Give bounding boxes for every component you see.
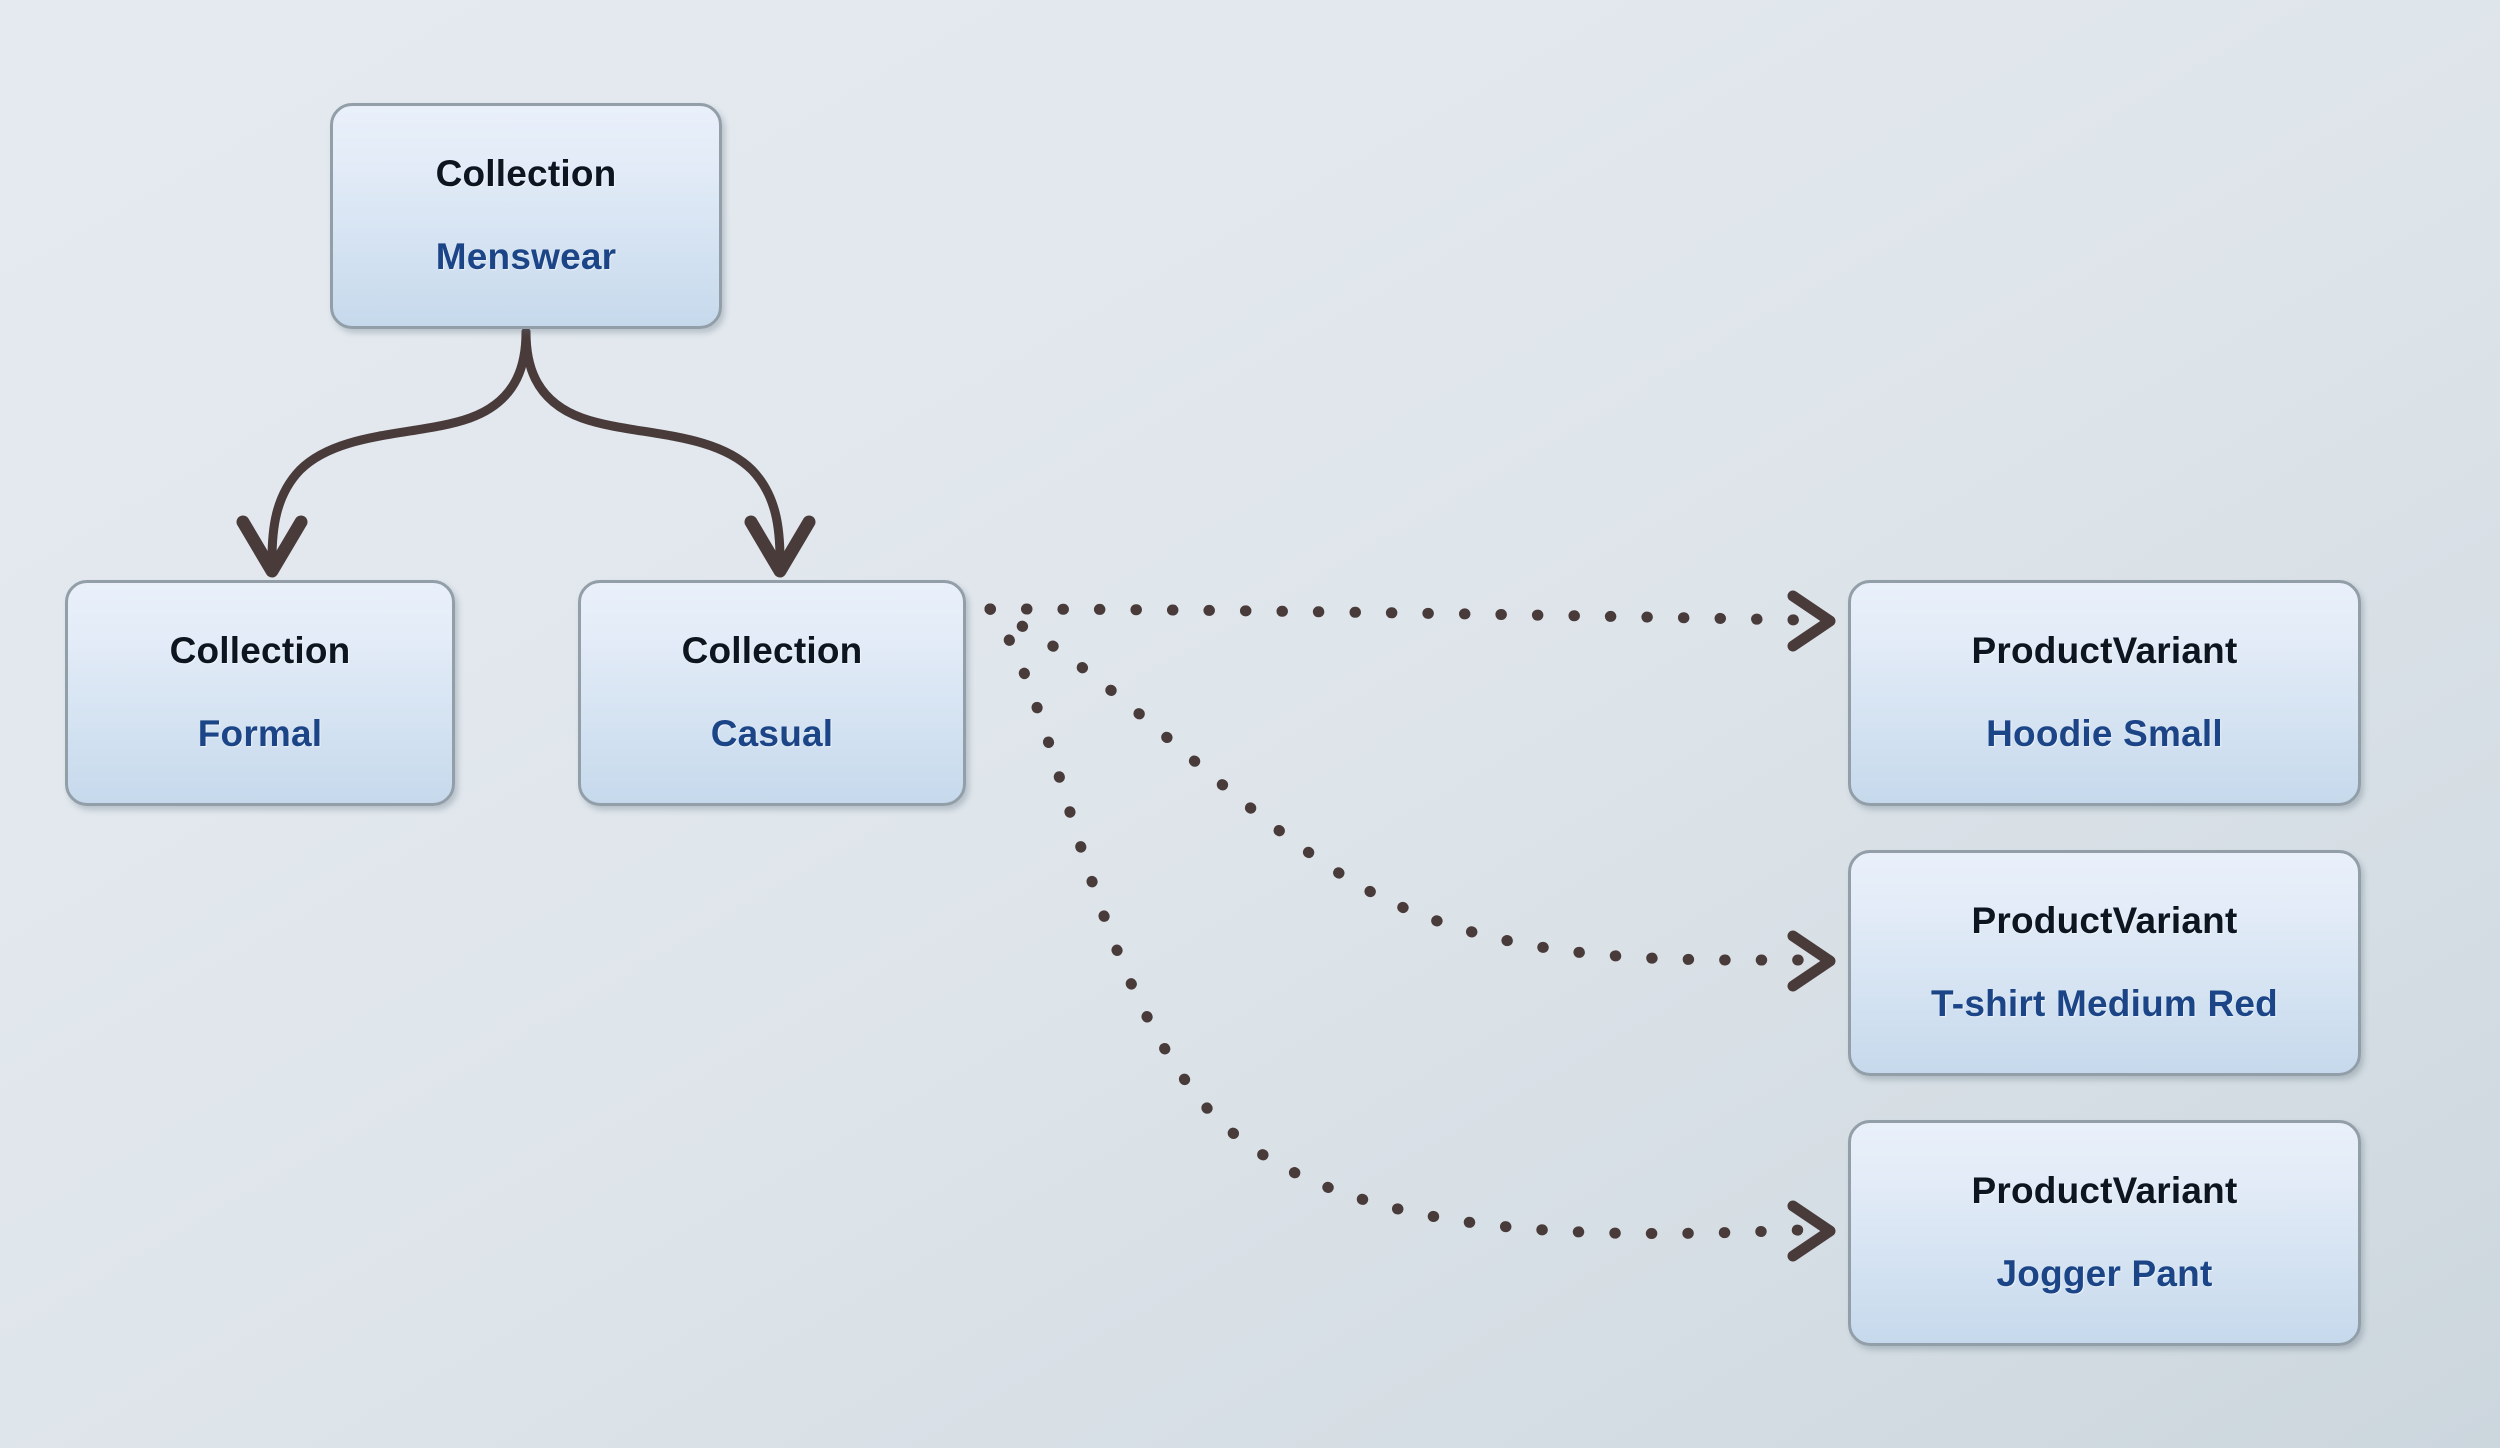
edge-casual-to-hoodie-small xyxy=(984,590,1836,652)
edge-menswear-to-casual xyxy=(521,327,816,578)
node-value-label: Casual xyxy=(710,713,834,754)
node-type-label: Collection xyxy=(435,153,617,195)
node-collection-casual[interactable]: Collection Casual xyxy=(578,580,966,806)
node-type-label: ProductVariant xyxy=(1971,1170,2238,1212)
node-type-label: Collection xyxy=(169,630,351,672)
node-collection-menswear[interactable]: Collection Menswear xyxy=(330,103,722,329)
node-productvariant-hoodie-small[interactable]: ProductVariant Hoodie Small xyxy=(1848,580,2361,806)
node-type-label: ProductVariant xyxy=(1971,900,2238,942)
node-productvariant-tshirt-medium-red[interactable]: ProductVariant T-shirt Medium Red xyxy=(1848,850,2361,1076)
node-type-label: Collection xyxy=(681,630,863,672)
edge-casual-to-jogger-pant xyxy=(984,603,1836,1262)
node-value-label: Jogger Pant xyxy=(1996,1253,2213,1294)
node-value-label: Menswear xyxy=(435,236,617,277)
node-type-label: ProductVariant xyxy=(1971,630,2238,672)
edge-menswear-to-formal xyxy=(236,327,531,578)
edge-casual-to-tshirt-medium-red xyxy=(984,603,1836,992)
node-value-label: T-shirt Medium Red xyxy=(1931,983,2278,1024)
node-value-label: Hoodie Small xyxy=(1986,713,2223,754)
node-collection-formal[interactable]: Collection Formal xyxy=(65,580,455,806)
node-productvariant-jogger-pant[interactable]: ProductVariant Jogger Pant xyxy=(1848,1120,2361,1346)
node-value-label: Formal xyxy=(197,713,323,754)
